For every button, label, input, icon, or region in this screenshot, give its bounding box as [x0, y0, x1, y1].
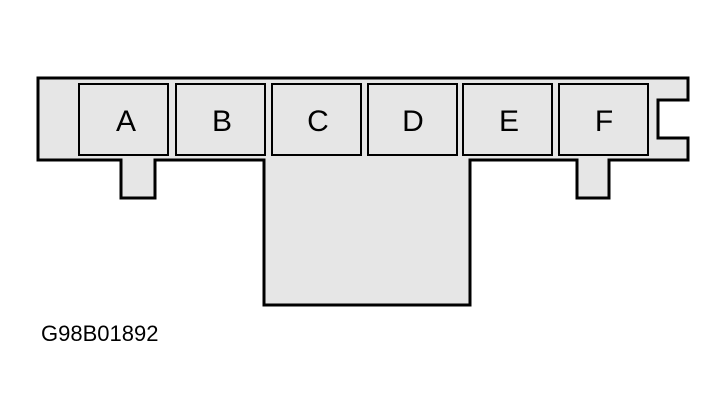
pin-cavity-a [78, 83, 169, 156]
pin-cavity-c [271, 83, 362, 156]
pin-cavity-f [558, 83, 649, 156]
figure-id-label: G98B01892 [41, 321, 158, 346]
pin-cavity-b [175, 83, 266, 156]
pin-cavity-d [367, 83, 458, 156]
pin-label-c: C [307, 105, 329, 138]
pin-label-b: B [212, 105, 232, 138]
pin-label-f: F [595, 105, 613, 138]
pin-cavity-e [462, 83, 553, 156]
pin-label-e: E [499, 105, 519, 138]
pin-label-d: D [402, 105, 424, 138]
pin-label-a: A [116, 105, 136, 138]
